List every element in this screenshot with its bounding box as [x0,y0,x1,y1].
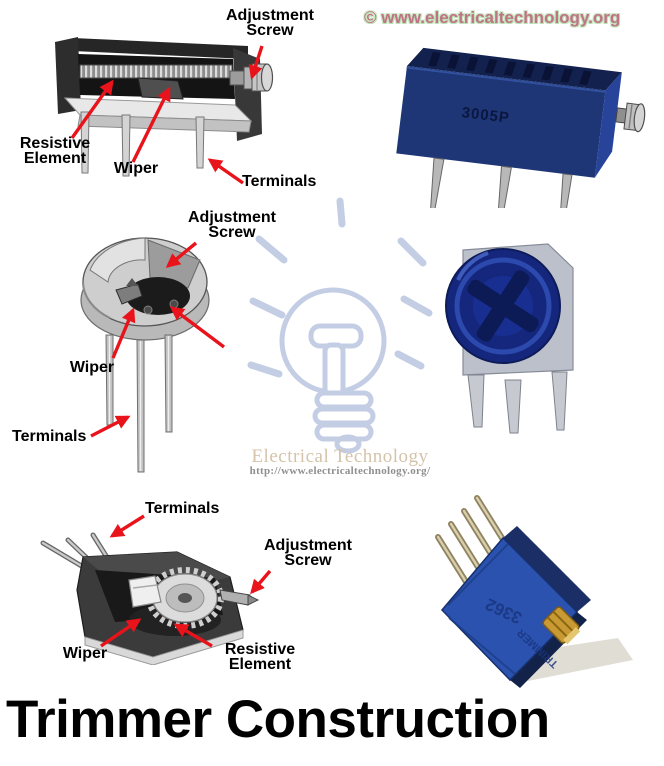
label-wiper-3: Wiper [62,645,108,662]
round-blue-trimmer-photo [445,243,574,434]
label-resistive-element-3: Resistive Element [224,641,296,673]
label-terminals-1: Terminals [242,173,317,190]
label-adjustment-screw-3: Adjustment Screw [264,537,352,569]
label-adjustment-screw-1: Adjustment Screw [226,7,314,39]
site-watermark-text: © www.electricaltechnology.org [364,8,621,27]
brand-watermark-text: Electrical Technology [251,446,429,467]
trimmer-marking-3005p: 3005P [461,104,511,127]
label-terminals-2: Terminals [12,428,87,445]
label-adjustment-screw-2: Adjustment Screw [188,209,276,241]
cube-blue-trimmer-photo: 3362 TRIMMER [435,495,633,688]
gear-trimmer-cutaway-illustration [40,532,260,665]
page-title: Trimmer Construction [6,690,550,749]
label-wiper-1: Wiper [113,160,159,177]
lightbulb-watermark-icon [247,197,433,454]
label-wiper-2: Wiper [69,359,115,376]
label-terminals-3: Terminals [145,500,220,517]
label-resistive-element-1: Resistive Element [19,135,91,167]
brand-watermark-url: http://www.electricaltechnology.org/ [249,465,431,477]
rect-blue-trimmer-photo: 3005P [396,47,646,208]
